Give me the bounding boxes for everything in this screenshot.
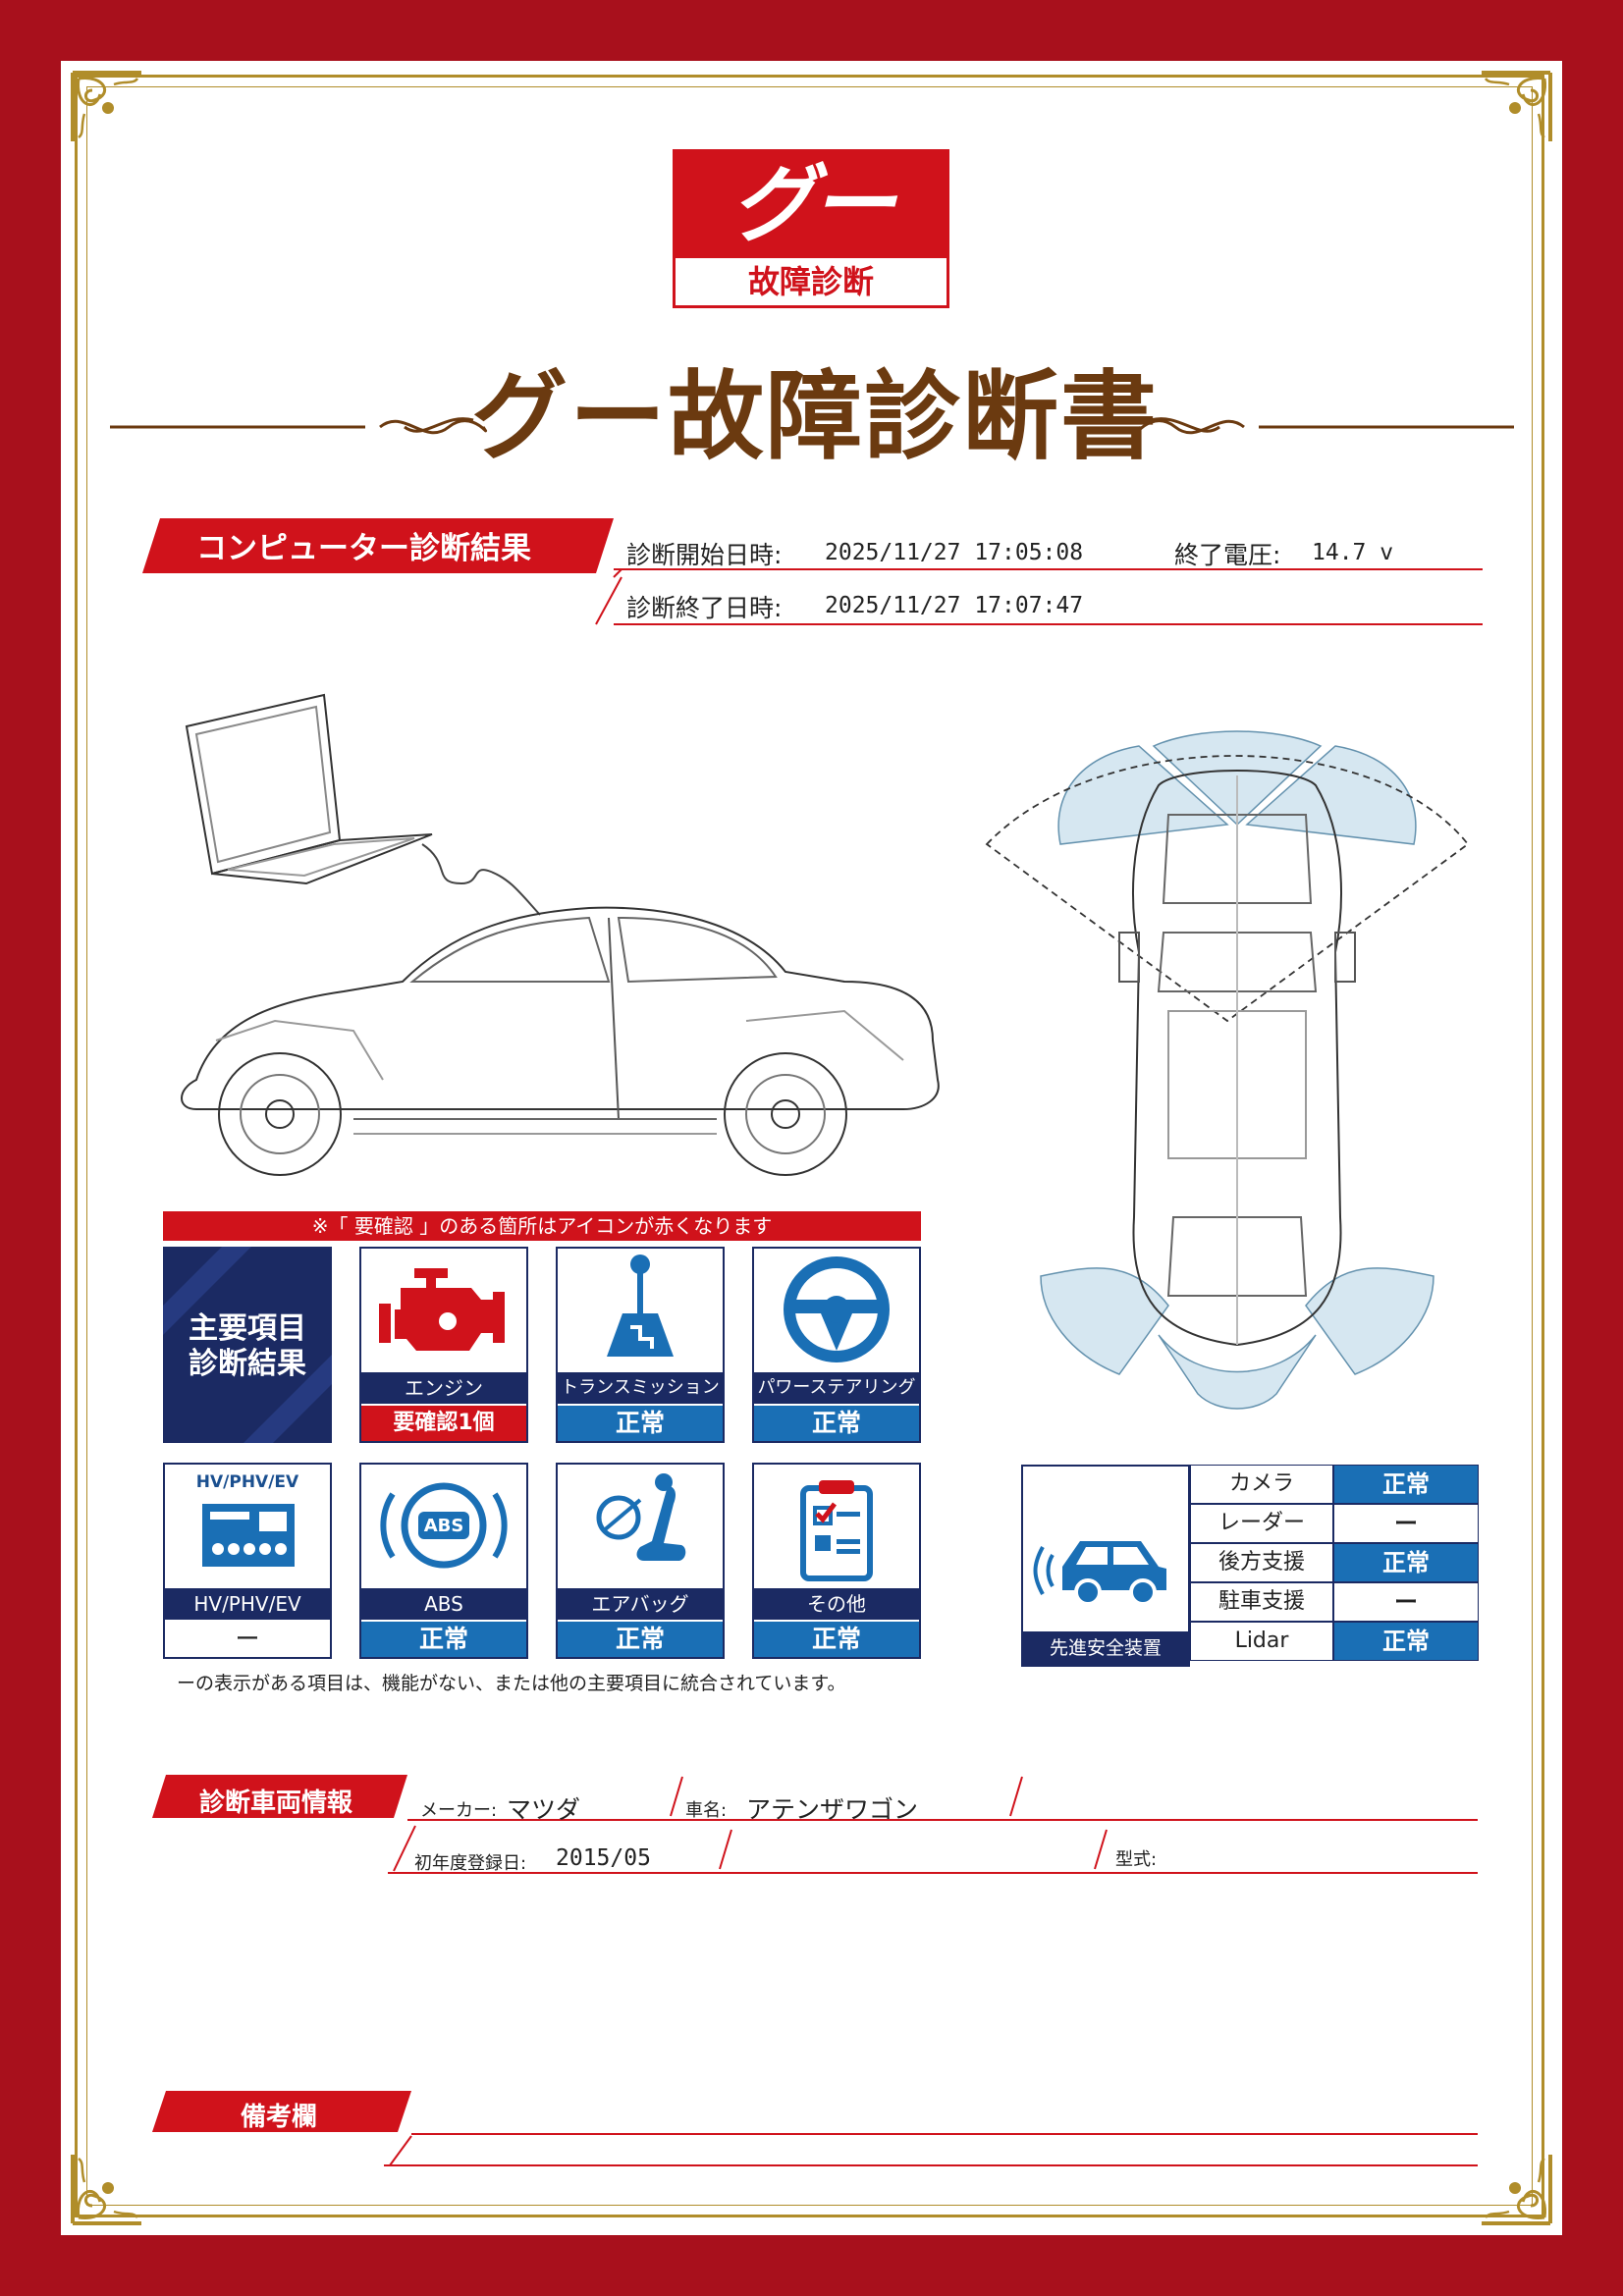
adas-label: 先進安全装置 [1023, 1631, 1188, 1665]
transmission-status: 正常 [558, 1406, 723, 1441]
remarks-header-bg [152, 2091, 1478, 2166]
adas-row-name: 後方支援 [1190, 1543, 1333, 1582]
hv-phv-ev-name: HV/PHV/EV [165, 1588, 330, 1620]
others-name: その他 [754, 1588, 919, 1620]
adas-row-rear-assist: 後方支援 正常 [1190, 1543, 1479, 1582]
voltage-value: 14.7 v [1312, 540, 1394, 565]
hv-phv-ev-status: ー [165, 1622, 330, 1657]
adas-row-parking-assist: 駐車支援 ー [1190, 1582, 1479, 1622]
car-top-sensor-illustration [985, 730, 1470, 1410]
clipboard-icon [800, 1480, 873, 1581]
adas-row-name: Lidar [1190, 1622, 1333, 1661]
first-registration-label: 初年度登録日: [414, 1853, 527, 1874]
abs-status: 正常 [361, 1622, 526, 1657]
abs-icon-text: ABS [423, 1516, 464, 1536]
adas-table: カメラ 正常 レーダー ー 後方支援 正常 駐車支援 ー Lidar 正常 [1190, 1465, 1479, 1667]
car-name-label: 車名: [685, 1800, 728, 1821]
abs-icon [380, 1482, 508, 1569]
hv-phv-ev-card: HV/PHV/EV HV/PHV/EV ー [163, 1463, 332, 1659]
steering-wheel-icon [784, 1256, 890, 1362]
adas-row-radar: レーダー ー [1190, 1504, 1479, 1543]
main-items-title-card: 主要項目 診断結果 [163, 1247, 332, 1443]
start-time-label: 診断開始日時: [626, 541, 783, 569]
engine-icon [379, 1268, 505, 1351]
airbag-icon [596, 1473, 686, 1561]
corner-ornament-icon [71, 71, 141, 141]
power-steering-status: 正常 [754, 1406, 919, 1441]
adas-row-name: レーダー [1190, 1504, 1333, 1543]
vehicle-info-header-bg [152, 1775, 1478, 1874]
main-items-title-line2: 診断結果 [189, 1347, 306, 1381]
voltage-label: 終了電圧: [1174, 541, 1281, 569]
corner-ornament-icon [1482, 2155, 1552, 2225]
car-side-diagnosis-illustration [181, 693, 940, 1176]
title-flourish [110, 417, 1514, 435]
adas-row-name: カメラ [1190, 1465, 1333, 1504]
adas-card: 先進安全装置 [1021, 1465, 1190, 1667]
model-label: 型式: [1115, 1849, 1158, 1870]
car-radar-icon [1033, 1541, 1166, 1606]
adas-row-value: 正常 [1333, 1543, 1479, 1582]
adas-row-value: ー [1333, 1582, 1479, 1622]
power-steering-name: パワーステアリング [754, 1372, 919, 1404]
computer-diagnosis-header-bg [142, 518, 1483, 625]
start-time-value: 2025/11/27 17:05:08 [825, 540, 1084, 565]
remarks-label: 備考欄 [241, 2103, 318, 2132]
page-title: グー故障診断書 [471, 361, 1160, 473]
gold-frame-outer [75, 75, 1544, 2217]
engine-status: 要確認1個 [361, 1406, 526, 1441]
note-bar: ※「 要確認 」のある箇所はアイコンが赤くなります [163, 1211, 921, 1241]
adas-row-camera: カメラ 正常 [1190, 1465, 1479, 1504]
adas-row-lidar: Lidar 正常 [1190, 1622, 1479, 1661]
transmission-name: トランスミッション [558, 1372, 723, 1404]
engine-name: エンジン [361, 1372, 526, 1404]
logo-mark: グー [676, 152, 947, 258]
hv-icon-text: HV/PHV/EV [195, 1472, 299, 1492]
gear-shift-icon [607, 1255, 674, 1357]
computer-diagnosis-label: コンピューター診断結果 [196, 531, 531, 566]
adas-row-value: 正常 [1333, 1622, 1479, 1661]
maker-value: マツダ [507, 1795, 581, 1824]
transmission-card: トランスミッション 正常 [556, 1247, 725, 1443]
goo-logo: グー 故障診断 [673, 149, 949, 308]
adas-row-value: ー [1333, 1504, 1479, 1543]
corner-ornament-icon [71, 2155, 141, 2225]
others-status: 正常 [754, 1622, 919, 1657]
others-card: その他 正常 [752, 1463, 921, 1659]
abs-name: ABS [361, 1588, 526, 1620]
footnote: ーの表示がある項目は、機能がない、または他の主要項目に統合されています。 [177, 1673, 846, 1694]
end-time-label: 診断終了日時: [626, 594, 783, 622]
corner-ornament-icon [1482, 71, 1552, 141]
airbag-status: 正常 [558, 1622, 723, 1657]
end-time-value: 2025/11/27 17:07:47 [825, 593, 1084, 618]
gold-frame-inner [86, 86, 1533, 2206]
maker-label: メーカー: [420, 1800, 498, 1821]
adas-row-name: 駐車支援 [1190, 1582, 1333, 1622]
adas-row-value: 正常 [1333, 1465, 1479, 1504]
airbag-name: エアバッグ [558, 1588, 723, 1620]
car-name-value: アテンザワゴン [746, 1795, 919, 1824]
vehicle-info-label: 診断車両情報 [199, 1789, 353, 1818]
abs-card: ABS ABS 正常 [359, 1463, 528, 1659]
main-items-title-line1: 主要項目 [189, 1311, 306, 1346]
power-steering-card: パワーステアリング 正常 [752, 1247, 921, 1443]
first-registration-value: 2015/05 [556, 1845, 651, 1871]
airbag-card: エアバッグ 正常 [556, 1463, 725, 1659]
main-card-stripes [163, 1247, 332, 1443]
logo-subtitle: 故障診断 [747, 263, 874, 300]
engine-card: エンジン 要確認1個 [359, 1247, 528, 1443]
battery-ev-icon [202, 1504, 295, 1567]
